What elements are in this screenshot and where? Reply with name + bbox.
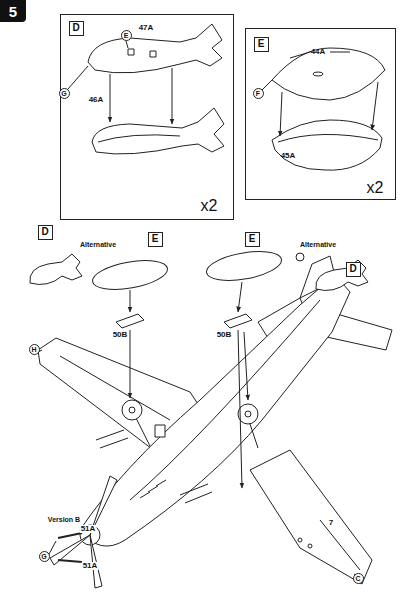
bomb [30,254,82,284]
bomb-detail [128,49,134,55]
gear-door [155,425,165,437]
marking-number: 7 [328,519,334,527]
part-number: 50B [216,331,233,339]
version-note: Version B [47,516,81,523]
callout-letter: C [353,573,364,584]
part-number: 47A [139,24,154,32]
subassembly-letter: E [245,232,260,247]
antenna [298,538,302,542]
wheel-hub [245,411,251,417]
subassembly-letter: E [148,232,163,247]
assembly-arrow [130,330,131,398]
guns [96,430,212,503]
alt-note: Alternative [79,241,117,248]
callout-text: D [72,23,79,33]
callout-letter: F [253,88,264,99]
callout-text: D [41,227,48,237]
part-number: 46A [89,96,104,104]
part-number: 51A [80,525,97,533]
bomb-half-inner [98,135,180,142]
tank-half-upper [272,48,385,100]
callout-letter: G [59,88,70,99]
callout-letter: E [121,30,132,41]
pylon [224,314,252,328]
subassembly-letter: D [38,225,53,240]
fuselage-line [130,300,320,500]
subassembly-letter: E [254,37,269,52]
bomb-detail [150,51,156,57]
exhaust [140,480,166,498]
quantity-box: x2 [367,179,390,200]
callout-text: G [41,553,46,560]
callout-text: G [61,90,66,97]
subassembly-panel: 44A 45A E Fx2 [245,28,396,200]
wheel [122,400,142,420]
assembly-arrow [110,74,111,122]
callout-text: D [349,264,356,274]
assembly-arrow [244,332,248,400]
assembly-arrow [238,282,242,312]
step-number: 5 [0,0,26,22]
drop-tank [204,247,283,286]
callout-text: C [355,575,360,582]
assembly-arrow [238,330,242,488]
subassembly-letter: D [69,21,84,36]
callout-text: F [256,90,260,97]
leader-line [126,41,128,48]
leader-line [330,52,350,53]
callout-letter: H [29,344,40,355]
part-number: 51A [82,562,99,570]
leader-line [262,80,272,90]
quantity-box: x2 [201,197,224,218]
assembly-arrow [130,290,131,312]
assembly-arrow [280,92,282,136]
wheel [238,404,258,424]
part-51a [58,533,82,562]
alt-note: Alternative [299,241,337,248]
tank-hole [313,72,323,76]
tank-half-lower [272,120,382,170]
callout-text: H [31,346,36,353]
assembly-arrow [172,68,173,124]
antenna [308,544,312,548]
wing-right [250,450,372,584]
callout-text: E [124,32,129,39]
pylon [116,314,144,328]
assembly-arrow [372,82,378,130]
subassembly-panel: 47A 46A D E Gx2 [60,14,234,220]
part-number: 44A [311,48,326,56]
wheel-hub [129,407,135,413]
part-number: 45A [281,152,296,160]
callout-text: E [258,39,265,49]
drop-tank [90,256,169,295]
bomb-half-lower [92,108,224,154]
subassembly-letter: D [346,262,361,277]
callout-text: E [249,234,256,244]
leader-line [68,66,88,89]
tail-wheel [296,253,304,261]
callout-text: E [152,234,159,244]
leader-line [290,52,310,58]
callout-text: x2 [201,197,218,214]
bomb-half-upper [88,24,222,73]
callout-text: 5 [9,4,17,19]
fuselage [80,275,350,546]
part-number: 50B [112,331,129,339]
callout-text: x2 [367,179,384,196]
tank-half-inner [278,134,378,142]
callout-letter: G [39,551,50,562]
bomb [316,260,368,290]
